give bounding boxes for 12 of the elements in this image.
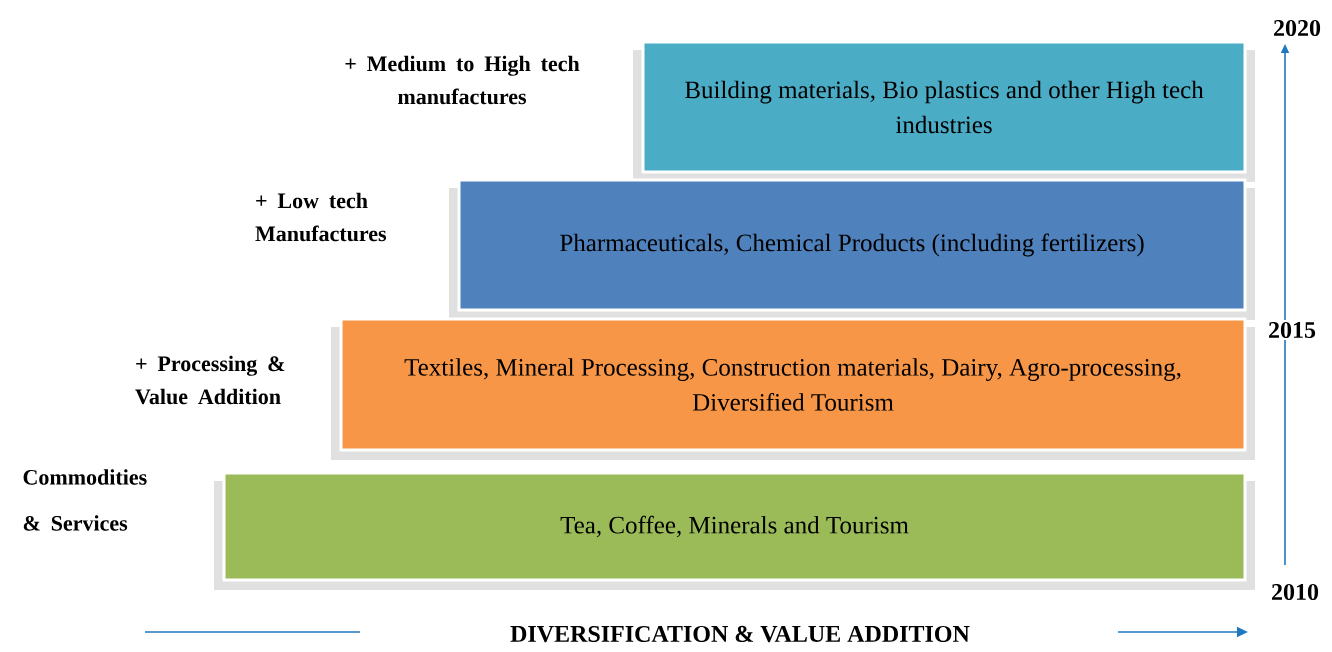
- stage-heading: + Processing & Value Addition: [135, 355, 285, 405]
- year-label: 2010: [1269, 581, 1321, 603]
- sector-box: Textiles, Mineral Processing, Construction materials, Dairy, Agro-processing, Diversified Tourism: [339, 317, 1247, 452]
- year-label: 2015: [1266, 319, 1318, 341]
- axis-title: DIVERSIFICATION & VALUE ADDITION: [510, 625, 970, 643]
- stage-heading: Commodities & Services: [23, 469, 147, 531]
- sector-box: Pharmaceuticals, Chemical Products (including fertilizers): [457, 178, 1247, 312]
- sector-box: Building materials, Bio plastics and other High tech industries: [641, 40, 1247, 174]
- stage-heading: + Medium to High tech manufactures: [345, 55, 580, 105]
- stage-heading: + Low tech Manufactures: [255, 192, 387, 242]
- sector-box: Tea, Coffee, Minerals and Tourism: [222, 471, 1247, 582]
- year-label: 2020: [1271, 17, 1323, 39]
